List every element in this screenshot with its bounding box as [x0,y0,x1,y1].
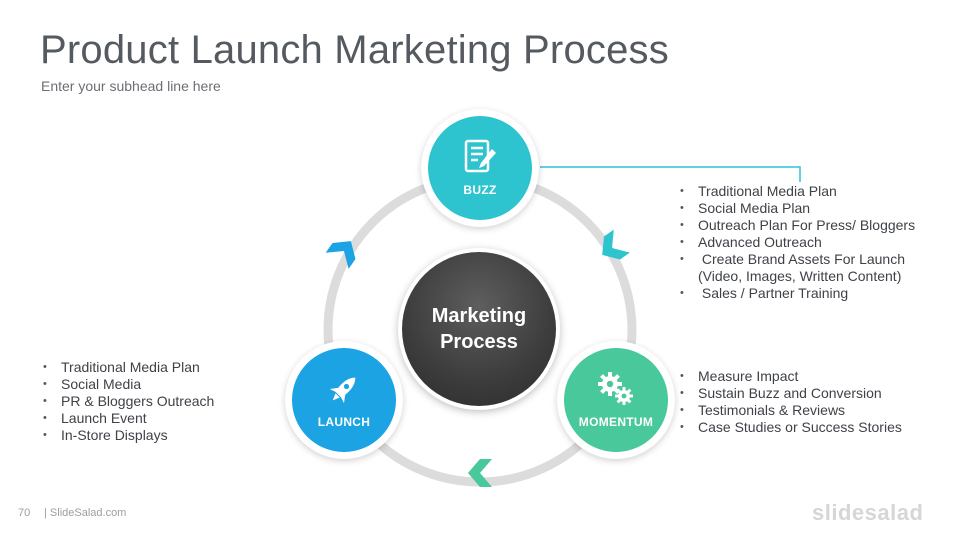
buzz-points-list: Traditional Media Plan Social Media Plan… [679,183,915,302]
center-text: Marketing Process [419,303,539,355]
arrow-momentum-to-launch-icon [468,459,492,487]
list-item: In-Store Displays [42,427,214,444]
list-item-continuation: (Video, Images, Written Content) [698,268,902,284]
list-item: Create Brand Assets For Launch [679,251,915,268]
center-line-2: Process [440,331,518,353]
arrow-buzz-to-momentum-icon [602,229,630,260]
list-item: Sustain Buzz and Conversion [679,385,902,402]
gears-icon [598,372,633,405]
buzz-disc: BUZZ [428,116,532,220]
list-item: Launch Event [42,410,214,427]
slidesalad-logo: slidesalad [812,500,924,525]
list-item: Measure Impact [679,368,902,385]
list-item: Social Media [42,376,214,393]
list-item: Social Media Plan [679,200,915,217]
list-item: Traditional Media Plan [42,359,214,376]
launch-disc: LAUNCH [292,348,396,452]
momentum-disc: MOMENTUM [564,348,668,452]
center-line-1: Marketing [431,305,527,327]
buzz-label: BUZZ [463,183,497,197]
launch-node: LAUNCH [285,341,403,459]
arrow-launch-to-buzz-icon [325,241,356,269]
buzz-node: BUZZ [421,109,539,227]
buzz-connector-line [540,166,801,182]
list-item: Outreach Plan For Press/ Bloggers [679,217,915,234]
momentum-points-list: Measure Impact Sustain Buzz and Conversi… [679,368,902,436]
rocket-icon [329,377,356,404]
launch-points-list: Traditional Media Plan Social Media PR &… [42,359,214,444]
list-item: Case Studies or Success Stories [679,419,902,436]
center-disc: Marketing Process [402,252,556,406]
footer-brand: | SlideSalad.com [44,507,127,519]
list-item: PR & Bloggers Outreach [42,393,214,410]
list-item: Testimonials & Reviews [679,402,902,419]
list-item: Sales / Partner Training [679,285,915,302]
list-item: Traditional Media Plan [679,183,915,200]
center-circle: Marketing Process [398,248,560,410]
momentum-node: MOMENTUM [557,341,675,459]
list-item: Advanced Outreach [679,234,915,251]
page-subtitle: Enter your subhead line here [41,78,221,94]
launch-label: LAUNCH [317,415,371,429]
document-pen-icon [464,139,496,173]
momentum-label: MOMENTUM [578,415,654,429]
page-number: 70 [18,507,31,519]
page-title: Product Launch Marketing Process [40,28,669,72]
